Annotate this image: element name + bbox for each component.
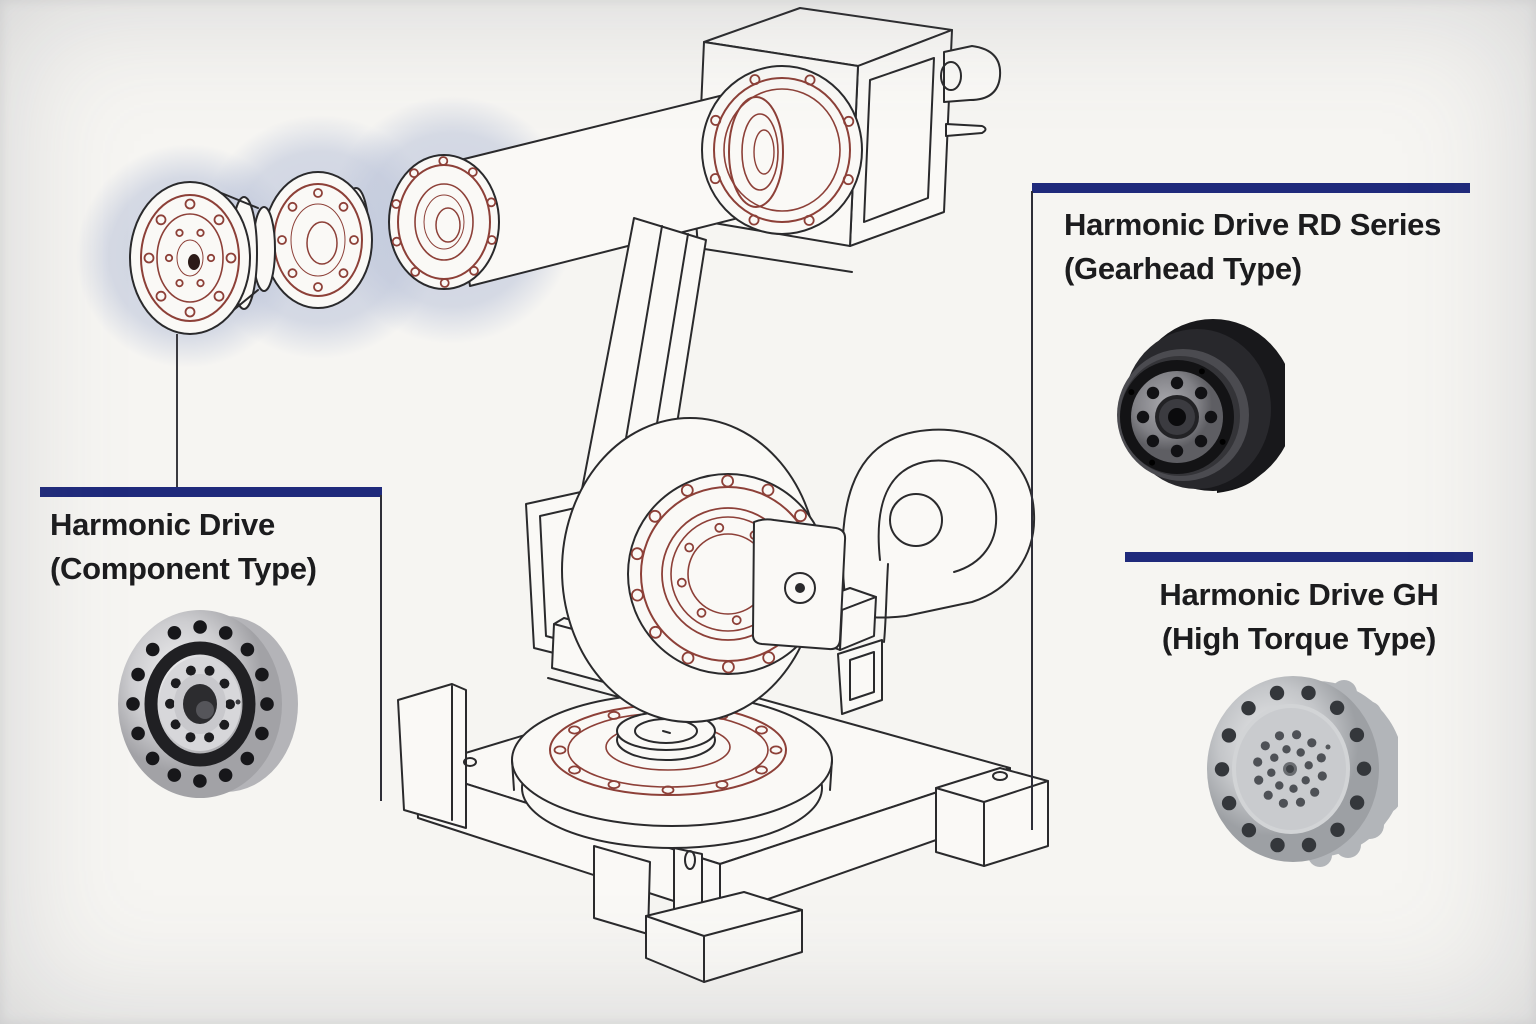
component-label-bracket-line bbox=[380, 495, 382, 801]
component-label-accent-bar bbox=[40, 487, 382, 497]
component-type-label: Harmonic Drive (Component Type) bbox=[50, 503, 317, 591]
exploded-harmonic-drive-stack bbox=[129, 154, 500, 335]
rd-series-label-line1: Harmonic Drive RD Series bbox=[1064, 207, 1442, 242]
rd-label-accent-bar bbox=[1032, 183, 1470, 193]
rd-series-label: Harmonic Drive RD Series (Gearhead Type) bbox=[1064, 203, 1441, 291]
shoulder-joint-flange bbox=[561, 417, 847, 723]
component-type-label-line2: (Component Type) bbox=[50, 551, 317, 586]
leader-line-component bbox=[176, 334, 178, 487]
gh-label-line2: (High Torque Type) bbox=[1161, 621, 1437, 656]
rd-series-label-line2: (Gearhead Type) bbox=[1064, 251, 1302, 286]
component-type-product-photo bbox=[118, 610, 298, 798]
rd-series-product-photo bbox=[1117, 319, 1285, 493]
wrist-attachment bbox=[940, 45, 1002, 137]
exploded-disc-output-flange bbox=[388, 154, 500, 290]
rd-label-bracket-line bbox=[1031, 191, 1033, 830]
component-type-label-line1: Harmonic Drive bbox=[50, 507, 275, 542]
exploded-disc-wave-generator bbox=[129, 181, 276, 335]
gh-label-accent-bar bbox=[1125, 552, 1473, 562]
gh-label-line1: Harmonic Drive GH bbox=[1159, 577, 1439, 612]
elbow-joint-flange bbox=[701, 65, 863, 235]
gh-product-photo bbox=[1207, 676, 1398, 867]
counterweight-link bbox=[813, 428, 1036, 715]
exploded-disc-flexspline bbox=[263, 171, 373, 309]
gh-label: Harmonic Drive GH (High Torque Type) bbox=[1100, 573, 1498, 661]
base-front-foot bbox=[645, 847, 803, 983]
